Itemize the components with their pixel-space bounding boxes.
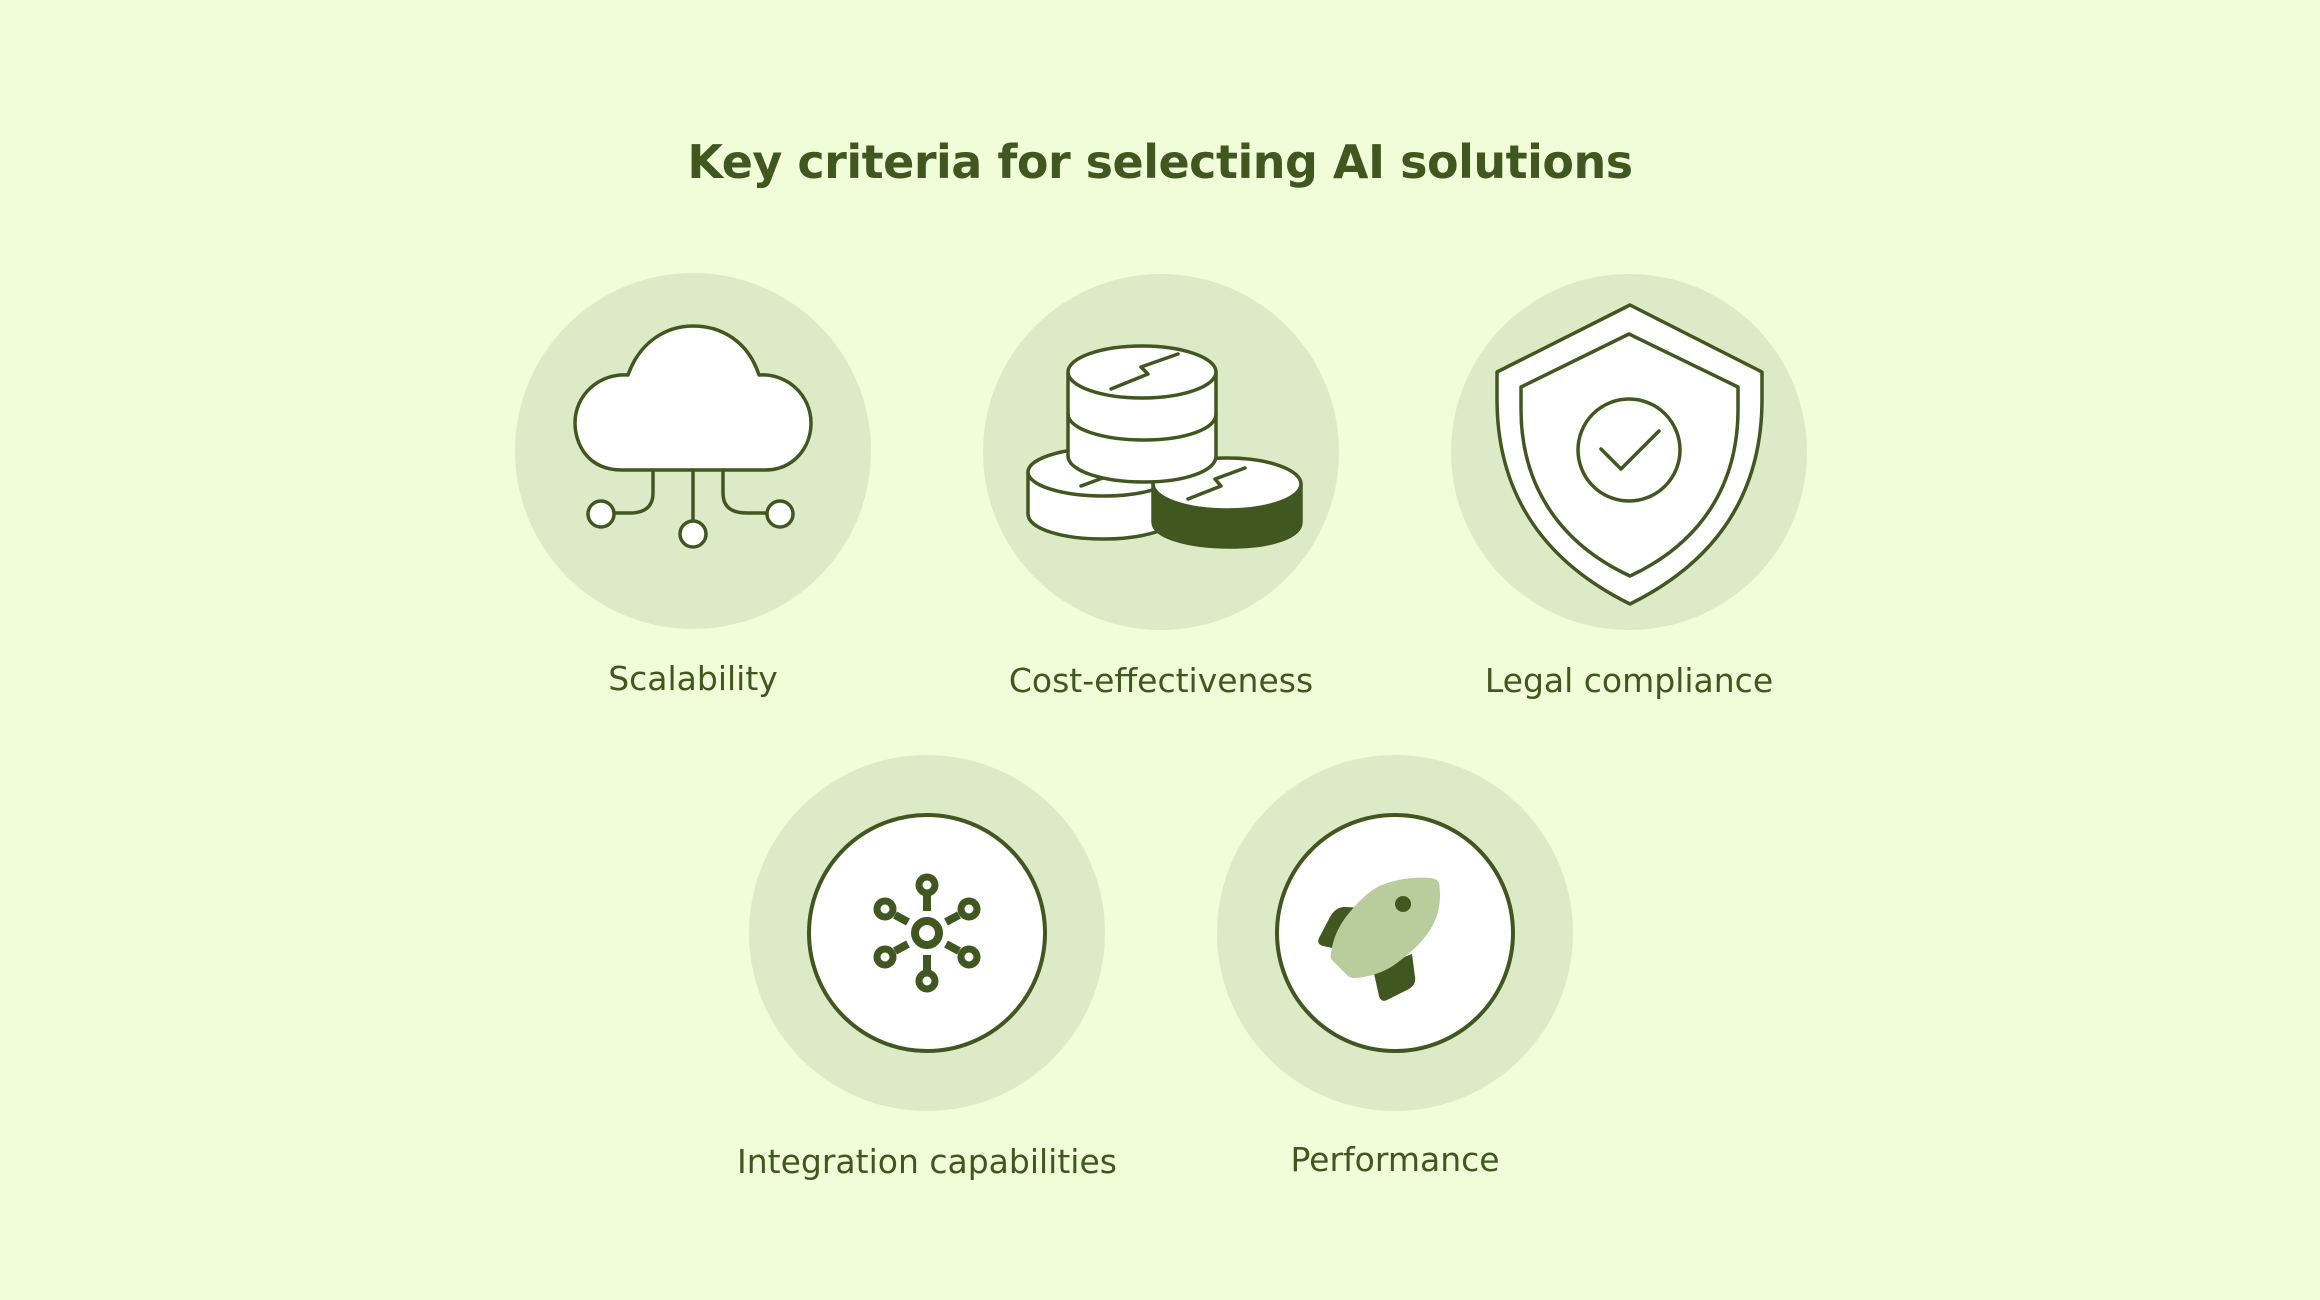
icon-circle bbox=[749, 755, 1105, 1111]
criterion-label: Performance bbox=[1290, 1140, 1500, 1179]
criterion-legal-compliance: Legal compliance bbox=[1429, 274, 1829, 714]
icon-circle bbox=[515, 273, 871, 629]
rocket-icon bbox=[1275, 813, 1515, 1053]
icon-circle bbox=[1217, 755, 1573, 1111]
criterion-label: Legal compliance bbox=[1484, 661, 1774, 700]
cloud-network-icon bbox=[573, 324, 813, 549]
criterion-performance: Performance bbox=[1195, 755, 1595, 1195]
shield-check-icon bbox=[1495, 303, 1764, 606]
criterion-cost-effectiveness: Cost-effectiveness bbox=[961, 274, 1361, 714]
criterion-integration-capabilities: Integration capabilities bbox=[727, 755, 1127, 1195]
network-hub-icon bbox=[807, 813, 1047, 1053]
page-title: Key criteria for selecting AI solutions bbox=[687, 135, 1633, 189]
coins-stack-icon bbox=[1026, 344, 1303, 549]
criterion-scalability: Scalability bbox=[493, 273, 893, 713]
icon-circle bbox=[1451, 274, 1807, 630]
criterion-label: Scalability bbox=[608, 659, 778, 698]
icon-circle bbox=[983, 274, 1339, 630]
criterion-label: Integration capabilities bbox=[737, 1142, 1117, 1181]
criterion-label: Cost-effectiveness bbox=[1008, 661, 1314, 700]
